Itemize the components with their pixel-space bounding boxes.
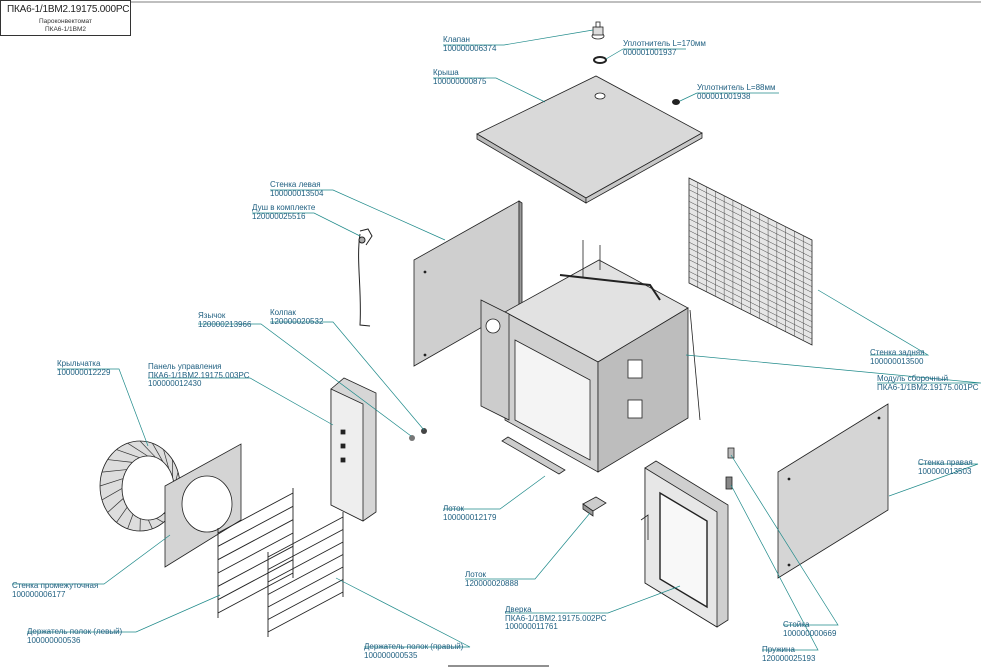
seal-170-part bbox=[593, 56, 607, 64]
valve-part bbox=[591, 21, 605, 40]
leader-stenka-pravaya bbox=[888, 463, 979, 497]
leader-pruzhina bbox=[730, 484, 819, 651]
control-panel-part bbox=[330, 377, 377, 522]
leader-dverka bbox=[505, 585, 681, 614]
spring-part bbox=[725, 476, 733, 490]
door-part bbox=[640, 460, 729, 628]
left-shelf-holder-part bbox=[217, 488, 294, 618]
leader-panel bbox=[148, 377, 334, 426]
right-shelf-holder-part bbox=[267, 512, 344, 637]
impeller-part bbox=[99, 440, 181, 532]
leader-krysha bbox=[433, 77, 546, 103]
product-type: Пароконвектомат bbox=[39, 18, 92, 25]
cap-part bbox=[409, 428, 427, 441]
shower-part bbox=[358, 228, 373, 327]
drawing-number: ПКА6-1/1ВМ2.19175.000РС bbox=[7, 4, 130, 15]
product-model: ПКА6-1/1ВМ2 bbox=[45, 26, 86, 33]
leader-lines bbox=[12, 29, 981, 651]
leader-lotok2 bbox=[465, 512, 591, 580]
leader-yazychok bbox=[198, 323, 412, 437]
intermediate-wall-part bbox=[164, 443, 242, 568]
label-derzhatel-levyi: Держатель полок (левый)100000000536 bbox=[27, 627, 123, 645]
leader-stenka-zadnyaya bbox=[817, 289, 930, 356]
main-module-part bbox=[480, 240, 701, 473]
seal-88-part bbox=[672, 99, 680, 105]
right-wall-part bbox=[777, 403, 889, 579]
tray-2-part bbox=[582, 496, 607, 517]
post-part bbox=[727, 447, 735, 459]
leader-modul bbox=[685, 354, 981, 384]
leader-stenka-prom bbox=[12, 534, 171, 585]
leader-kolpak bbox=[270, 321, 425, 431]
leader-stoika bbox=[730, 454, 839, 626]
roof-part bbox=[476, 75, 703, 204]
leader-dush bbox=[252, 212, 361, 237]
title-block: ПКА6-1/1ВМ2.19175.000РС Пароконвектомат … bbox=[0, 0, 131, 36]
tray-1-part bbox=[501, 436, 566, 475]
leader-klapan bbox=[443, 29, 594, 46]
rear-wall-part bbox=[688, 177, 813, 346]
leader-derzh-pravyi bbox=[335, 577, 471, 648]
leader-derzh-levyi bbox=[27, 594, 221, 633]
leader-krylchatka bbox=[57, 368, 149, 447]
leader-stenka-levaya bbox=[270, 189, 446, 241]
label-derzhatel-pravyi: Держатель полок (правый)100000000535 bbox=[364, 642, 464, 660]
leader-lotok1 bbox=[443, 475, 546, 510]
